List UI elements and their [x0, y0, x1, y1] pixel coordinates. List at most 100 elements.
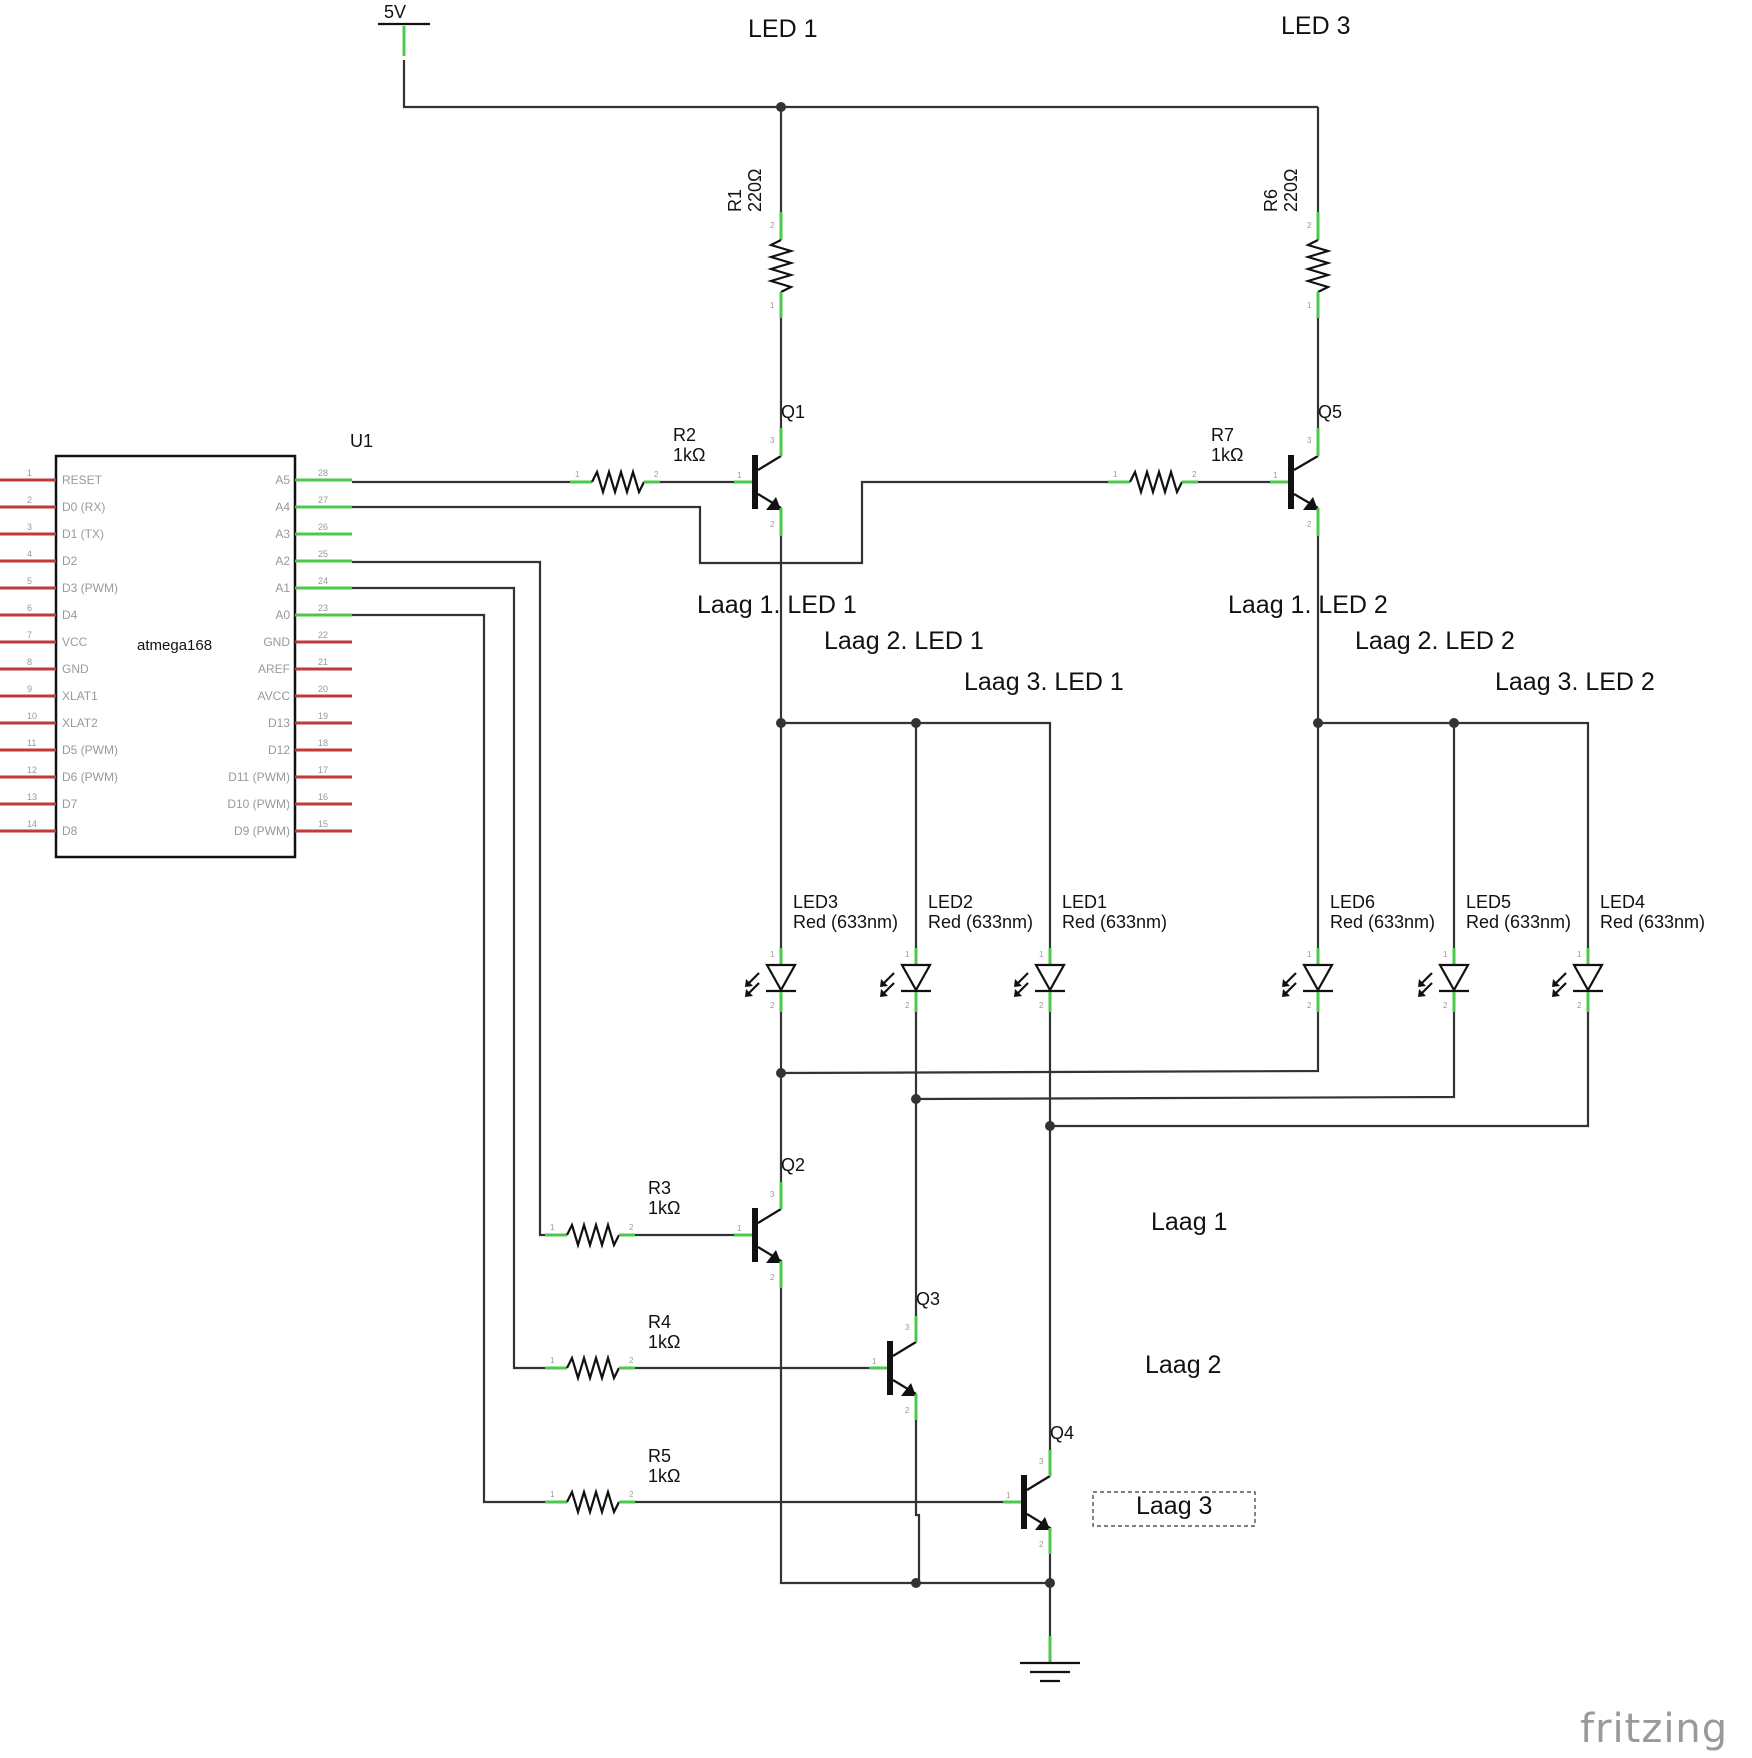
pin-number: 1 [1113, 470, 1118, 479]
junction-dot [1045, 1578, 1055, 1588]
pin-number: 3 [1307, 436, 1312, 445]
column-label: Laag 2. LED 1 [824, 627, 984, 655]
resistor-r4[interactable]: 1 2 R4 1kΩ [545, 1312, 680, 1382]
chip-pin-number: 20 [318, 684, 328, 694]
resistor-r2[interactable]: 1 2 R2 1kΩ [570, 425, 705, 496]
wire-layer3-bus [1048, 1012, 1590, 1128]
transistor-ref: Q4 [1050, 1423, 1074, 1443]
chip-pin-number: 15 [318, 819, 328, 829]
transistor-q1[interactable]: 1 3 2 Q1 [734, 402, 805, 536]
transistor-ref: Q3 [916, 1289, 940, 1309]
transistor-q3[interactable]: 1 3 2 Q3 [869, 1289, 940, 1420]
pin-number: 1 [1039, 950, 1044, 959]
transistor-q2[interactable]: 1 3 2 Q2 [734, 1155, 805, 1288]
led-light-arrowhead [1014, 979, 1022, 987]
resistor-r3[interactable]: 1 2 R3 1kΩ [545, 1178, 680, 1249]
resistor-value: 1kΩ [648, 1332, 680, 1352]
transistor-q4[interactable]: 1 3 2 Q4 [1003, 1423, 1074, 1554]
pin-number: 2 [629, 1490, 634, 1499]
resistor-r1[interactable]: 2 1 R1 220Ω [725, 169, 795, 319]
chip-pin-name: XLAT2 [62, 716, 98, 730]
chip-pin-number: 17 [318, 765, 328, 775]
led-light-arrowhead [1282, 989, 1290, 997]
led-ref: LED3 [793, 892, 838, 912]
wire-a1-r4 [352, 586, 545, 1370]
pin-number: 2 [1192, 470, 1197, 479]
chip-pin-number: 1 [27, 468, 32, 478]
led-triangle [1572, 963, 1604, 993]
wire-column1-bus [781, 721, 1052, 948]
label-laag1: Laag 1 [1151, 1208, 1227, 1236]
chip-pin-name: D1 (TX) [62, 527, 104, 541]
junction-dot [1449, 718, 1459, 728]
chip-pin-number: 24 [318, 576, 328, 586]
led-desc: Red (633nm) [1466, 912, 1571, 932]
chip-pin-name: D13 [268, 716, 290, 730]
chip-pin-name: D3 (PWM) [62, 581, 118, 595]
pin-number: 3 [770, 1190, 775, 1199]
resistor-r7[interactable]: 1 2 R7 1kΩ [1108, 425, 1243, 496]
chip-pin-name: D6 (PWM) [62, 770, 118, 784]
led-triangle [1034, 963, 1066, 993]
chip-pin-number: 28 [318, 468, 328, 478]
chip-name: atmega168 [137, 637, 212, 654]
resistor-zigzag [566, 1354, 620, 1382]
pin-number: 2 [905, 1001, 910, 1010]
led-ref: LED4 [1600, 892, 1645, 912]
resistor-r6[interactable]: 2 1 R6 220Ω [1261, 169, 1332, 319]
chip-pin-name: A0 [275, 608, 290, 622]
transistor-q5[interactable]: 1 3 2 Q5 [1270, 402, 1342, 536]
resistor-zigzag [1304, 239, 1332, 293]
resistor-r5[interactable]: 1 2 R5 1kΩ [545, 1446, 680, 1516]
chip-pin-name: D10 (PWM) [227, 797, 290, 811]
transistor-ref: Q2 [781, 1155, 805, 1175]
pin-number: 1 [872, 1357, 877, 1366]
pin-number: 2 [1039, 1001, 1044, 1010]
chip-pin-name: A4 [275, 500, 290, 514]
pin-number: 1 [1307, 950, 1312, 959]
laag3-selection-box[interactable] [1092, 1491, 1256, 1527]
pin-number: 2 [770, 1001, 775, 1010]
led-triangle [765, 963, 797, 993]
junction-dot [1045, 1121, 1055, 1131]
pin-number: 1 [770, 950, 775, 959]
label-led1: LED 1 [748, 15, 817, 43]
column-label: Laag 2. LED 2 [1355, 627, 1515, 655]
column-label: Laag 1. LED 1 [697, 591, 857, 619]
